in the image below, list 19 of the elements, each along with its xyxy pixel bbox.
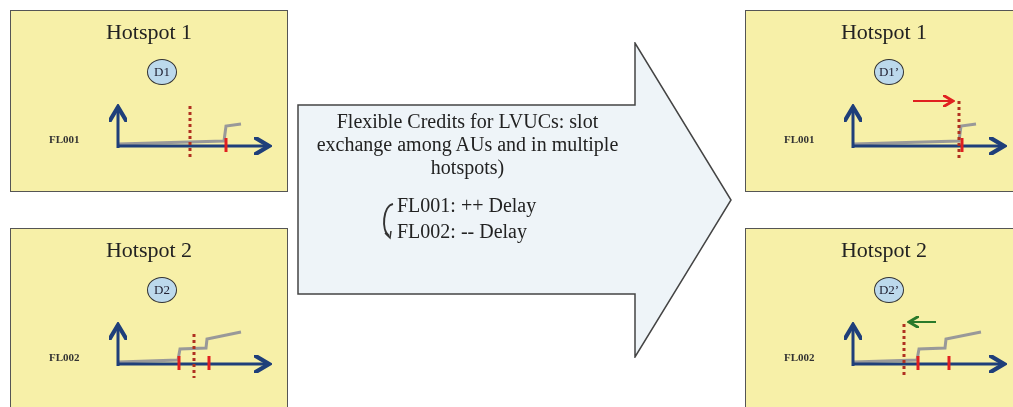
axis-label: FL001 [49, 133, 80, 145]
axis-label: FL002 [49, 351, 80, 363]
panel-title: Hotspot 1 [104, 19, 194, 45]
arrow-text: Flexible Credits for LVUCs: slot exchange among AUs and in multiple hotspots) [315, 110, 620, 179]
arrow-text: FL002: -- Delay [397, 220, 527, 243]
label-circle: D2 [147, 277, 177, 303]
hotspot-panel [745, 10, 1013, 192]
label-circle: D1 [147, 59, 177, 85]
panel-title: Hotspot 2 [839, 237, 929, 263]
hotspot-panel [745, 228, 1013, 407]
hotspot-panel [10, 228, 288, 407]
axis-label: FL001 [784, 133, 815, 145]
arrow-text: FL001: ++ Delay [397, 194, 537, 217]
hotspot-panel [10, 10, 288, 192]
panel-title: Hotspot 1 [839, 19, 929, 45]
axis-label: FL002 [784, 351, 815, 363]
label-circle: D2’ [874, 277, 904, 303]
panel-title: Hotspot 2 [104, 237, 194, 263]
label-circle: D1’ [874, 59, 904, 85]
